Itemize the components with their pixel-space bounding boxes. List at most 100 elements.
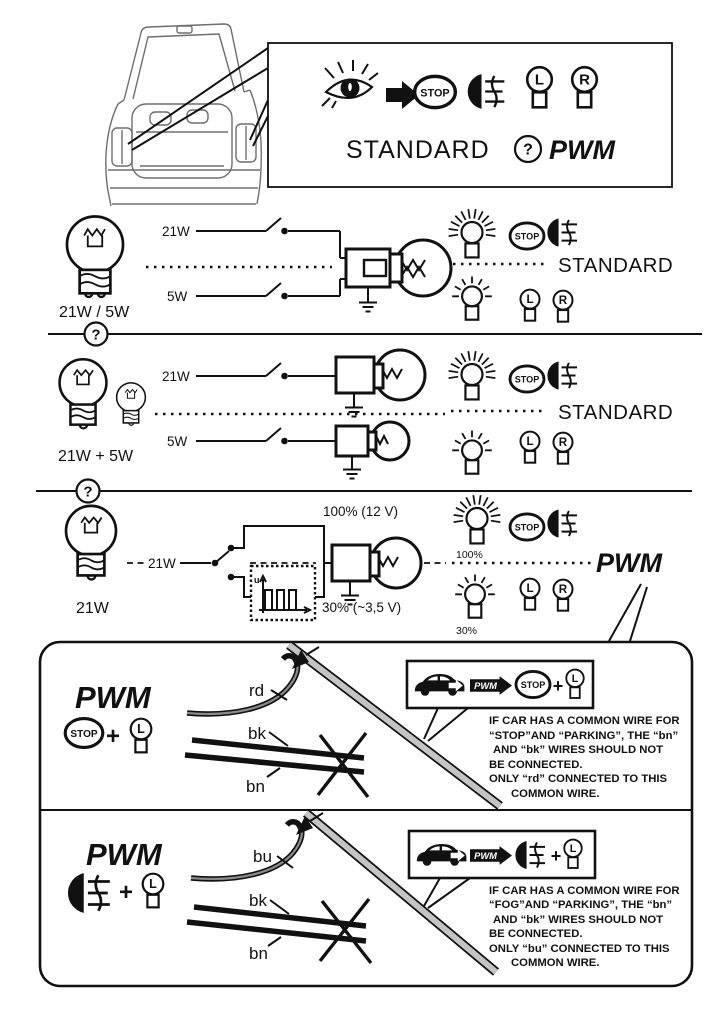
badge-tail	[423, 877, 471, 909]
left-tail-lamp	[111, 127, 133, 167]
divider-question-mark: ?	[83, 484, 92, 501]
connect-arrow	[292, 650, 309, 669]
callout-tail-from-pwm	[608, 583, 648, 642]
wire-21w-label: 21W	[162, 224, 190, 239]
socket-bulb-21w	[330, 536, 423, 606]
result-standard-label: STANDARD	[558, 254, 673, 277]
wire-5w-label: 5W	[167, 289, 188, 304]
look-arrow-icon	[386, 81, 419, 109]
right-bulb-icon	[552, 289, 574, 323]
divider-question-mark: ?	[91, 327, 100, 344]
note-line: BE CONNECTED.	[489, 759, 583, 771]
bright-bulb-icon	[447, 208, 497, 259]
note-line: IF CAR HAS A COMMON WIRE FOR	[489, 715, 680, 727]
socket-bulb-21w	[334, 348, 427, 418]
row-pwm: 21W 21W u 100% (12 V) 30% (~3,5 V) 100%	[64, 494, 662, 637]
note-text: IF CAR HAS A COMMON WIRE FOR “FOG”AND “P…	[489, 885, 680, 969]
right-bulb-icon	[552, 578, 574, 612]
right-tail-lamp	[235, 123, 257, 163]
divider-question-2: ?	[36, 478, 692, 504]
wire-21w-path	[196, 217, 346, 259]
high-pct-label: 100%	[456, 549, 483, 561]
wire-21w-path	[196, 362, 336, 377]
result-pwm-label: PWM	[596, 548, 662, 578]
bk-wire-label: bk	[248, 724, 266, 743]
bulb-21w-pictogram	[58, 358, 108, 430]
rd-wire-label: rd	[249, 681, 264, 700]
stop-icon	[508, 364, 546, 394]
left-bulb-icon	[519, 288, 541, 322]
note-line: “FOG”AND “PARKING”, THE “bn”	[489, 899, 672, 911]
stop-icon	[508, 221, 546, 251]
divider-question-1: ?	[48, 321, 702, 347]
ground-symbol	[358, 299, 378, 313]
left-bulb-icon	[519, 577, 541, 611]
bulb-type-label: 21W	[76, 600, 110, 617]
bulb-21w-pictogram	[64, 504, 118, 581]
question-mark: ?	[523, 142, 533, 159]
row-dual-filament: 21W / 5W 21W 5W STANDARD	[59, 208, 673, 323]
pwm-callout-box	[38, 640, 694, 988]
bn-wire-label: bn	[249, 944, 268, 963]
callout-stop-section: PWM + rd bk bn + IF CAR HAS A COMMON WIR…	[63, 641, 680, 810]
cross-out-icon	[318, 897, 373, 965]
detection-legend-box: STANDARD ? PWM	[267, 42, 673, 188]
note-text: IF CAR HAS A COMMON WIRE FOR “STOP”AND “…	[489, 715, 680, 800]
bk-wire-label: bk	[249, 891, 267, 910]
bulb-5w-pictogram	[115, 381, 147, 427]
connect-arrow	[296, 816, 313, 835]
plus-sign: +	[553, 676, 564, 696]
low-pct-label: 30%	[456, 625, 477, 637]
callout-fog-section: PWM + bu bk bn + IF CAR HAS A COMMON WIR…	[66, 809, 680, 976]
stop-icon	[412, 74, 458, 110]
fog-icon	[546, 217, 579, 248]
badge-tail	[423, 707, 469, 742]
bulb-type-label: 21W / 5W	[59, 304, 130, 321]
section-pwm-title: PWM	[75, 680, 152, 715]
plus-sign: +	[119, 879, 133, 906]
bn-wire-label: bn	[246, 777, 265, 796]
cross-out-icon	[316, 731, 370, 799]
selector-paths	[231, 525, 332, 598]
high-duty-label: 100% (12 V)	[323, 504, 398, 519]
row-two-bulbs: 21W + 5W 21W 5W STANDARD	[58, 348, 673, 480]
wire-5w-path	[196, 427, 336, 442]
legend-pwm-label: PWM	[549, 135, 615, 165]
lamp-leader-lines	[127, 47, 269, 151]
note-line: ONLY “bu” CONNECTED TO THIS	[489, 943, 670, 955]
note-line: IF CAR HAS A COMMON WIRE FOR	[489, 885, 680, 897]
right-bulb-icon	[552, 431, 574, 465]
dim-bulb-icon	[451, 275, 493, 321]
section-pwm-title: PWM	[86, 837, 163, 872]
legend-standard-label: STANDARD	[346, 136, 490, 164]
wire-5w-label: 5W	[167, 434, 188, 449]
dim-bulb-icon	[451, 429, 493, 475]
note-line: AND “bk” WIRES SHOULD NOT	[493, 914, 663, 926]
wire-21w-label: 21W	[162, 369, 190, 384]
bright-bulb-icon	[447, 350, 497, 401]
dual-filament-socket-bulb	[344, 238, 453, 313]
note-line: ONLY “rd” CONNECTED TO THIS	[489, 773, 668, 785]
stop-icon	[63, 716, 105, 750]
car-rear-drawing	[105, 23, 262, 207]
plus-sign: +	[551, 846, 562, 866]
left-bulb-icon	[519, 430, 541, 464]
wire-5w-path	[196, 278, 346, 297]
voltage-axis-label: u	[254, 575, 260, 585]
bn-wire	[184, 752, 365, 775]
fog-icon	[546, 360, 579, 391]
bright-bulb-icon	[452, 494, 502, 545]
car-pwm-stop-badge: +	[405, 659, 595, 742]
stop-icon	[514, 669, 552, 700]
bu-wire-label: bu	[253, 847, 272, 866]
pulse-train	[264, 589, 302, 611]
socket-bulb-5w	[334, 420, 411, 480]
note-line: COMMON WIRE.	[511, 957, 599, 969]
wire-21w-label: 21W	[148, 556, 176, 571]
note-line: “STOP”AND “PARKING”, THE “bn”	[489, 730, 678, 742]
pwm-waveform-box: u	[249, 564, 317, 622]
ground-symbol	[342, 466, 362, 480]
note-line: COMMON WIRE.	[511, 788, 599, 800]
eye-icon	[321, 60, 379, 109]
